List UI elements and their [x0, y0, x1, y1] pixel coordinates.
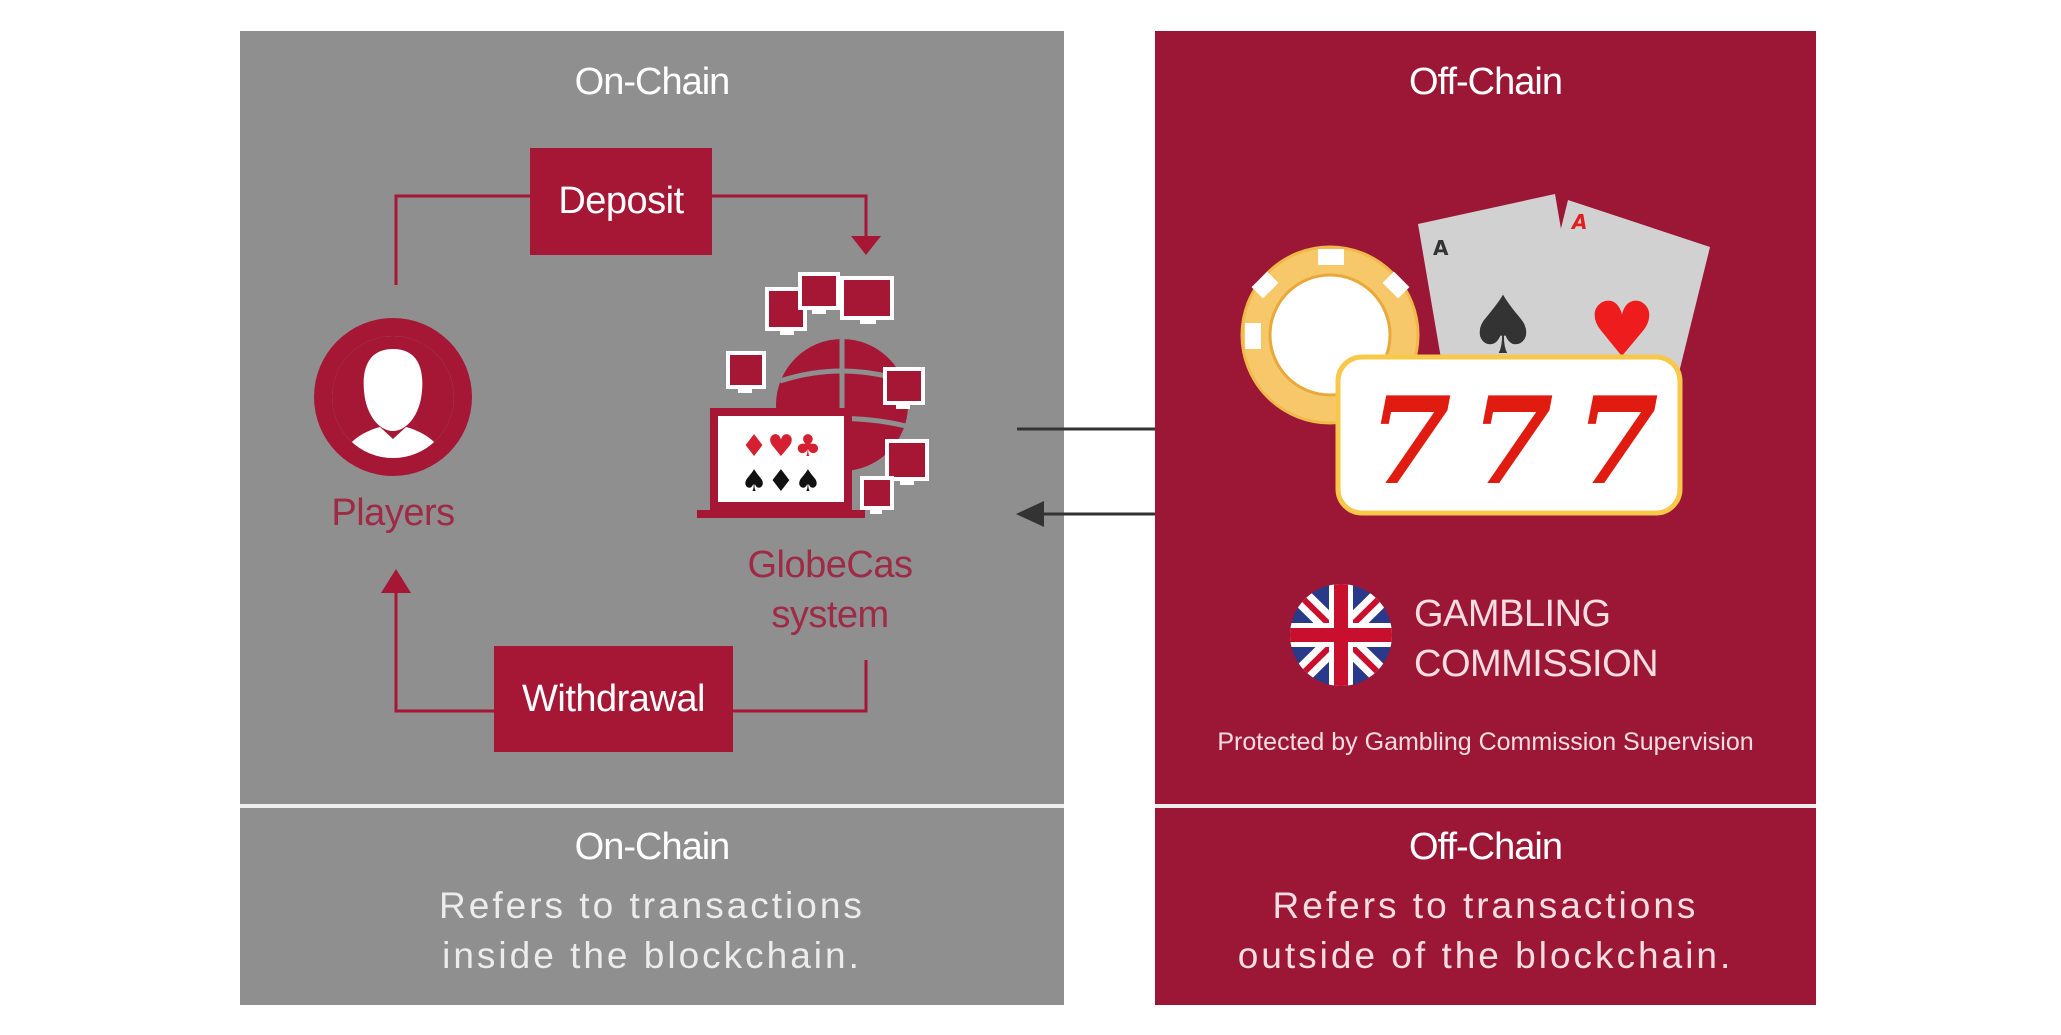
card-rank-hearts: A: [1570, 210, 1587, 234]
off-chain-title: Off-Chain: [1409, 61, 1563, 103]
monitor-icon: [885, 439, 929, 481]
monitor-icons: [726, 272, 929, 510]
casino-graphic: A ♠ A ♥ 7 7 7: [1240, 194, 1710, 686]
deposit-box: Deposit: [530, 148, 712, 255]
on-chain-description: Refers to transactions inside the blockc…: [240, 881, 1064, 981]
off-chain-panel: Off-Chain A ♠ A ♥ 7 7: [1155, 31, 1816, 1005]
deposit-arrowhead-icon: [851, 236, 881, 255]
off-chain-desc-line2: outside of the blockchain.: [1237, 935, 1734, 976]
regulator-name-line2: COMMISSION: [1414, 643, 1659, 685]
uk-flag-icon: [1290, 584, 1392, 686]
monitor-icon: [883, 367, 925, 405]
on-chain-desc-line2: inside the blockchain.: [442, 935, 862, 976]
slot-symbol: 7: [1470, 371, 1554, 512]
system-label-line1: GlobeCas: [747, 544, 913, 586]
withdrawal-box: Withdrawal: [494, 646, 733, 752]
off-chain-description: Refers to transactions outside of the bl…: [1155, 881, 1816, 981]
off-chain-desc-line1: Refers to transactions: [1272, 885, 1699, 926]
slot-symbol: 7: [1575, 371, 1659, 512]
slot-reel: 7 7 7: [1335, 354, 1683, 516]
on-chain-title: On-Chain: [574, 61, 731, 103]
withdrawal-arrowhead-icon: [381, 569, 411, 593]
slot-symbol: 7: [1368, 371, 1452, 512]
monitor-icon: [726, 351, 766, 389]
on-chain-desc-line1: Refers to transactions: [439, 885, 865, 926]
laptop-icon: ♦♥♣ ♠♦♠: [697, 408, 865, 518]
player-avatar-icon: [314, 318, 472, 476]
svg-text:♦♥♣: ♦♥♣: [741, 429, 822, 464]
system-label-line2: system: [771, 594, 889, 636]
monitor-icon: [840, 276, 894, 320]
off-chain-divider: [1155, 804, 1816, 808]
on-chain-footer-title: On-Chain: [574, 826, 731, 868]
on-chain-divider: [240, 804, 1064, 808]
regulator-name-line1: GAMBLING: [1414, 593, 1611, 635]
on-chain-flow-lines: ♦♥♣ ♠♦♠: [314, 194, 929, 713]
monitor-icon: [798, 272, 840, 310]
svg-text:♠♦♠: ♠♦♠: [741, 464, 822, 499]
card-suits-icon: ♦♥♣ ♠♦♠: [741, 429, 822, 499]
protected-by-text: Protected by Gambling Commission Supervi…: [1217, 728, 1754, 756]
monitor-icon: [860, 476, 894, 510]
players-label: Players: [331, 492, 455, 534]
card-rank-spades: A: [1433, 236, 1449, 260]
on-chain-panel: On-Chain: [240, 31, 1064, 1005]
off-chain-footer-title: Off-Chain: [1409, 826, 1563, 868]
